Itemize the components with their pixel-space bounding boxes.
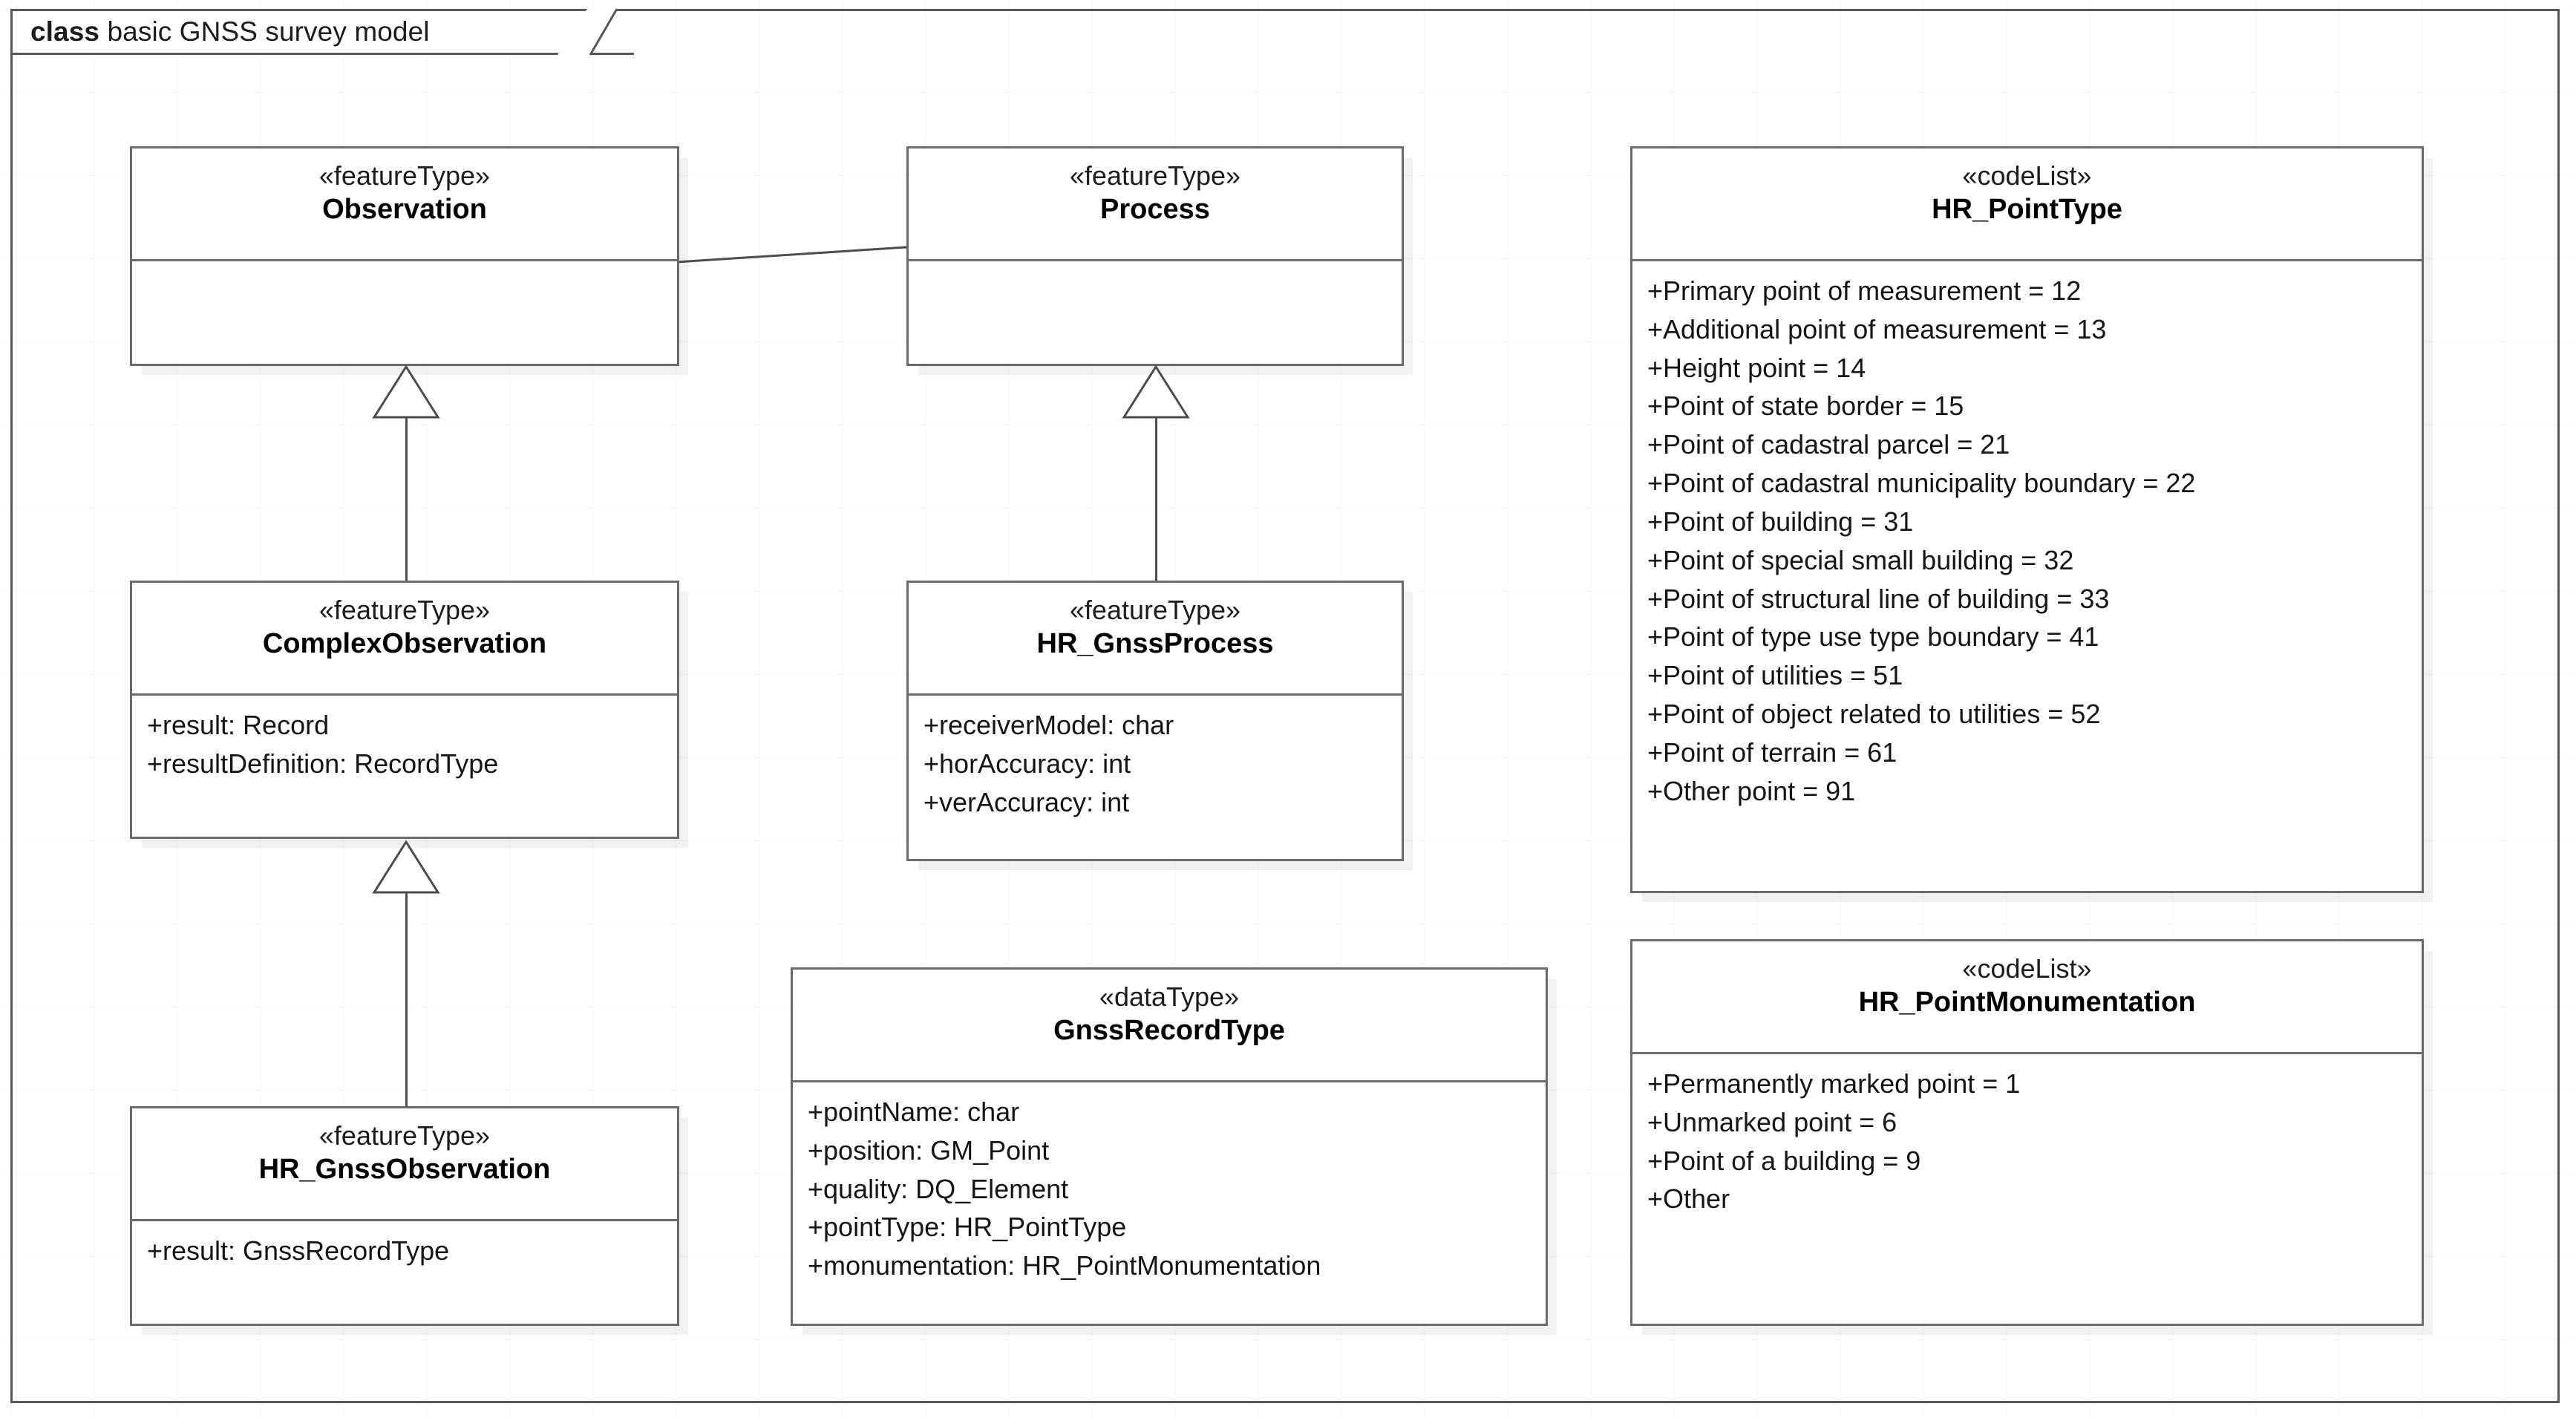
- attribute-row: +pointName: char: [808, 1097, 1020, 1127]
- attribute-row: +Point of utilities = 51: [1647, 660, 1903, 691]
- class-box-hr-point-monumentation[interactable]: «codeList» HR_PointMonumentation +Perman…: [1630, 939, 2424, 1326]
- attribute-row: +result: GnssRecordType: [147, 1235, 450, 1266]
- class-header-observation: «featureType» Observation: [132, 148, 677, 261]
- attribute-row: +Point of special small building = 32: [1647, 544, 2074, 575]
- class-name-label: HR_GnssObservation: [258, 1154, 551, 1186]
- generalization-arrowhead-complexobservation: [372, 840, 440, 894]
- attribute-row: +Point of state border = 15: [1647, 391, 1964, 422]
- class-box-hr-gnss-process[interactable]: «featureType» HR_GnssProcess +receiverMo…: [906, 581, 1404, 861]
- stereotype-label: «dataType»: [1099, 981, 1240, 1012]
- association-observation-process[interactable]: [676, 238, 907, 272]
- attribute-row: +quality: DQ_Element: [808, 1173, 1069, 1204]
- class-header-gnss-record-type: «dataType» GnssRecordType: [793, 970, 1546, 1082]
- class-box-gnss-record-type[interactable]: «dataType» GnssRecordType +pointName: ch…: [791, 967, 1548, 1326]
- class-header-hr-gnss-process: «featureType» HR_GnssProcess: [909, 583, 1402, 696]
- attribute-row: +verAccuracy: int: [923, 786, 1130, 817]
- class-name-label: GnssRecordType: [1053, 1015, 1285, 1047]
- class-name-label: HR_GnssProcess: [1036, 628, 1274, 660]
- class-header-hr-point-monumentation: «codeList» HR_PointMonumentation: [1632, 941, 2422, 1054]
- stereotype-label: «featureType»: [318, 1120, 491, 1151]
- stereotype-label: «featureType»: [1069, 160, 1241, 191]
- stereotype-label: «featureType»: [318, 595, 491, 625]
- class-header-process: «featureType» Process: [909, 148, 1402, 261]
- class-box-observation[interactable]: «featureType» Observation: [130, 146, 679, 366]
- tab-slant-edge: [558, 8, 618, 56]
- class-attributes-gnss-record-type: +pointName: char +position: GM_Point +qu…: [793, 1082, 1546, 1296]
- stereotype-label: «featureType»: [1069, 595, 1241, 625]
- attribute-row: +Additional point of measurement = 13: [1647, 313, 2107, 344]
- generalization-arrowhead-process: [1122, 365, 1190, 419]
- class-header-complex-observation: «featureType» ComplexObservation: [132, 583, 677, 696]
- generalization-arrowhead-observation: [372, 365, 440, 419]
- attribute-row: +monumentation: HR_PointMonumentation: [808, 1250, 1321, 1281]
- class-header-hr-point-type: «codeList» HR_PointType: [1632, 148, 2422, 261]
- attribute-row: +Primary point of measurement = 12: [1647, 275, 2082, 306]
- class-attributes-hr-gnss-process: +receiverModel: char +horAccuracy: int +…: [909, 696, 1402, 831]
- attribute-row: +Point of terrain = 61: [1647, 736, 1897, 768]
- attribute-row: +result: Record: [147, 710, 330, 740]
- diagram-kind-label: class: [30, 16, 100, 47]
- class-header-hr-gnss-observation: «featureType» HR_GnssObservation: [132, 1108, 677, 1221]
- attribute-row: +Point of structural line of building = …: [1647, 583, 2110, 614]
- attribute-row: +Other point = 91: [1647, 775, 1856, 806]
- attribute-row: +resultDefinition: RecordType: [147, 748, 499, 779]
- class-box-hr-point-type[interactable]: «codeList» HR_PointType +Primary point o…: [1630, 146, 2424, 893]
- attribute-row: +Point of cadastral municipality boundar…: [1647, 468, 2196, 499]
- class-attributes-hr-gnss-observation: +result: GnssRecordType: [132, 1221, 677, 1281]
- attribute-row: +Point of type use type boundary = 41: [1647, 621, 2099, 653]
- class-name-label: HR_PointType: [1932, 194, 2122, 226]
- class-attributes-hr-point-type: +Primary point of measurement = 12 +Addi…: [1632, 261, 2422, 821]
- diagram-title-tab[interactable]: class basic GNSS survey model: [10, 8, 634, 56]
- attribute-row: +Permanently marked point = 1: [1647, 1068, 2021, 1099]
- attribute-row: +position: GM_Point: [808, 1134, 1050, 1166]
- attribute-row: +receiverModel: char: [923, 710, 1174, 740]
- stereotype-label: «featureType»: [318, 160, 491, 191]
- class-box-hr-gnss-observation[interactable]: «featureType» HR_GnssObservation +result…: [130, 1106, 679, 1326]
- class-name-label: ComplexObservation: [262, 628, 547, 660]
- attribute-row: +Point of building = 31: [1647, 506, 1914, 537]
- generalization-line-hrgnssobservation-complexobservation[interactable]: [405, 891, 408, 1136]
- attribute-row: +Point of cadastral parcel = 21: [1647, 429, 2010, 460]
- class-box-complex-observation[interactable]: «featureType» ComplexObservation +result…: [130, 581, 679, 839]
- diagram-title: basic GNSS survey model: [107, 16, 430, 47]
- diagram-frame: [10, 9, 2560, 1403]
- class-name-label: Observation: [322, 194, 487, 226]
- attribute-row: +Point of a building = 9: [1647, 1145, 1921, 1176]
- class-name-label: HR_PointMonumentation: [1858, 987, 2196, 1019]
- class-name-label: Process: [1100, 194, 1210, 226]
- class-box-process[interactable]: «featureType» Process: [906, 146, 1404, 366]
- attribute-row: +Point of object related to utilities = …: [1647, 699, 2101, 730]
- stereotype-label: «codeList»: [1962, 160, 2092, 191]
- stereotype-label: «codeList»: [1962, 953, 2092, 984]
- attribute-row: +Height point = 14: [1647, 352, 1866, 383]
- generalization-line-hrgnssprocess-process[interactable]: [1155, 416, 1157, 592]
- attribute-row: +Unmarked point = 6: [1647, 1106, 1897, 1137]
- attribute-row: +pointType: HR_PointType: [808, 1212, 1127, 1243]
- generalization-line-complexobservation-observation[interactable]: [405, 416, 408, 592]
- class-attributes-hr-point-monumentation: +Permanently marked point = 1 +Unmarked …: [1632, 1054, 2422, 1229]
- attribute-row: +Other: [1647, 1183, 1730, 1215]
- attribute-row: +horAccuracy: int: [923, 748, 1131, 779]
- class-attributes-complex-observation: +result: Record +resultDefinition: Recor…: [132, 696, 677, 794]
